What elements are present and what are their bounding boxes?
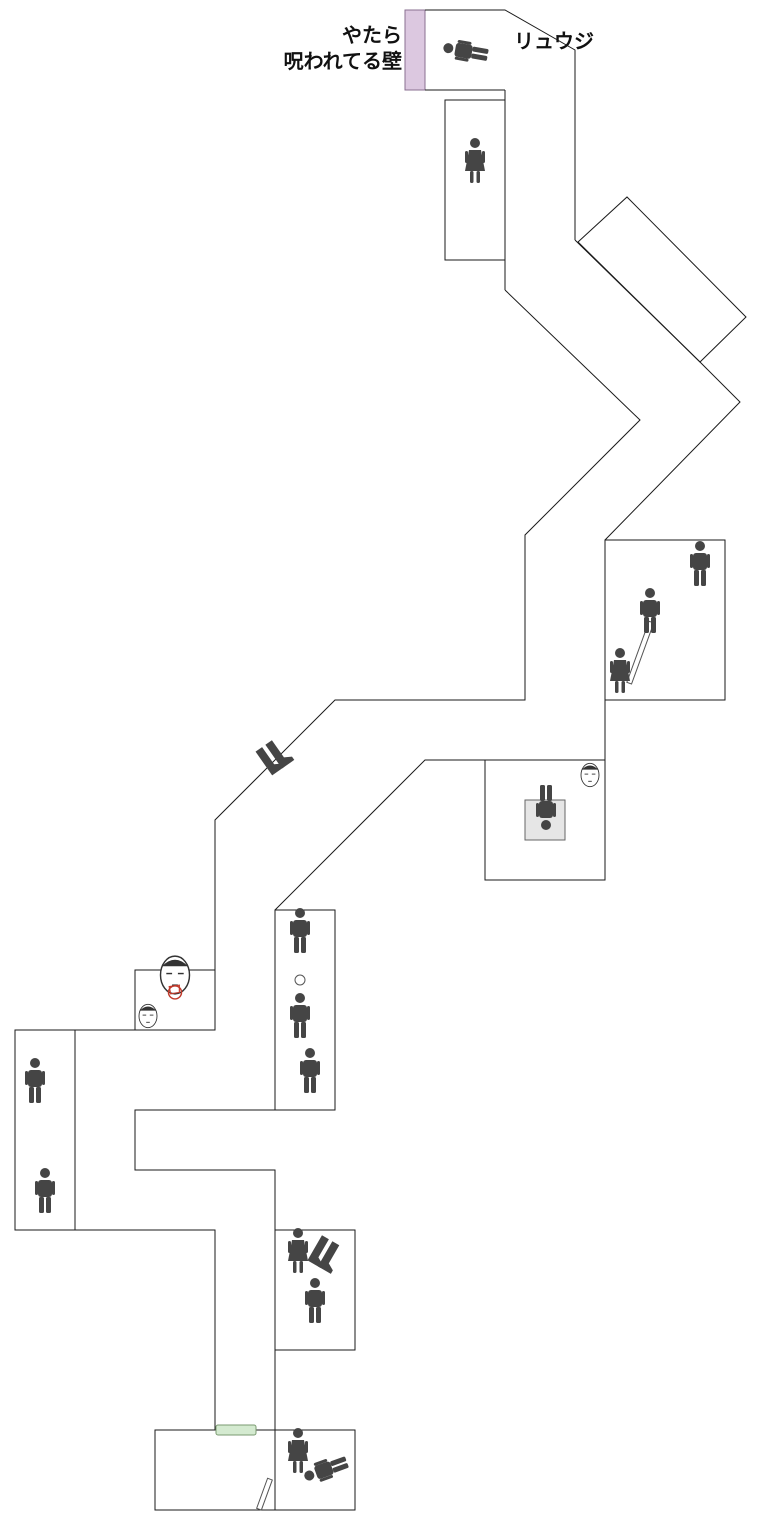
- cursed-wall-label-line2: 呪われてる壁: [283, 49, 402, 73]
- person-icon: [25, 1058, 45, 1103]
- woman-icon: [465, 138, 485, 183]
- leaning-board-bottom: [256, 1477, 273, 1511]
- cursed-wall-label-line1: やたら: [342, 23, 402, 47]
- cursed-wall-label: やたら 呪われてる壁: [262, 22, 402, 74]
- orb-icon: [294, 974, 306, 986]
- person-icon: [35, 1168, 55, 1213]
- boots-icon: [255, 736, 295, 776]
- person-icon: [290, 993, 310, 1038]
- person-icon: [305, 1278, 325, 1323]
- lying-person-icon: [441, 37, 490, 65]
- noh-mask-icon: [138, 1003, 158, 1029]
- leaning-board: [626, 620, 655, 685]
- boots-icon: [307, 1235, 346, 1274]
- character-name-label: リュウジ: [514, 29, 594, 53]
- woman-icon: [610, 648, 630, 693]
- person-icon: [690, 541, 710, 586]
- green-mark: [215, 1424, 257, 1436]
- person-icon: [290, 908, 310, 953]
- lying-person-icon: [301, 1452, 351, 1487]
- noh-mask-large-icon: [159, 955, 191, 1000]
- cursed-wall: [404, 9, 426, 91]
- walls: [14, 9, 747, 1511]
- woman-icon: [288, 1428, 308, 1473]
- woman-icon: [288, 1228, 308, 1273]
- noh-mask-icon: [580, 762, 600, 788]
- person-icon: [300, 1048, 320, 1093]
